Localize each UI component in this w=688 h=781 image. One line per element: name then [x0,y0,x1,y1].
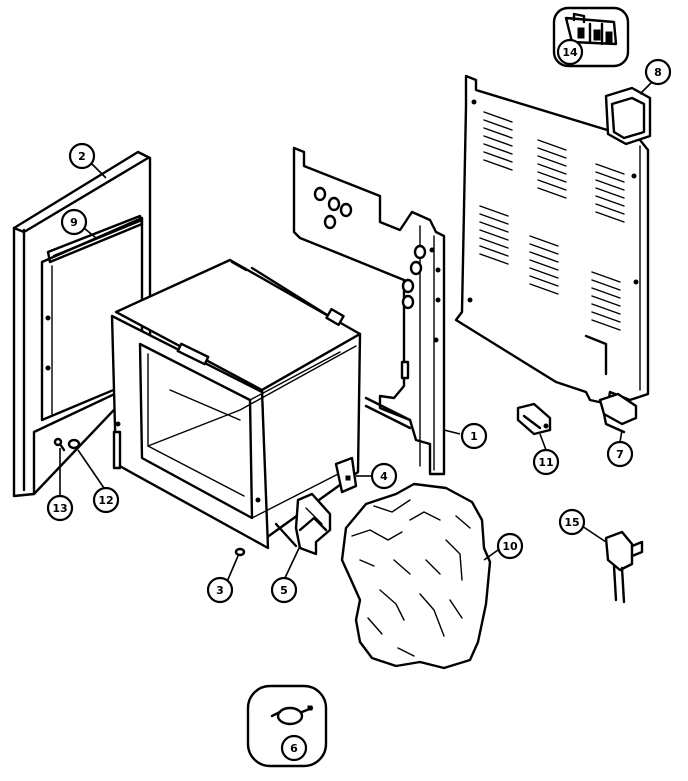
callout-15: 15 [558,508,586,536]
callout-12: 12 [92,486,120,514]
leader-lines [59,79,655,585]
callout-label: 15 [564,516,579,529]
square-bracket-part [604,86,652,146]
callout-label: 9 [70,216,78,229]
callout-2: 2 [68,142,96,170]
small-plate-part [334,456,358,494]
callout-label: 10 [502,540,518,553]
callout-label: 2 [78,150,86,163]
callout-10: 10 [496,532,524,560]
callout-label: 12 [98,494,113,507]
insulation-part [340,482,492,670]
callout-1: 1 [460,422,488,450]
callout-label: 1 [470,430,478,443]
callout-label: 14 [562,46,578,59]
oven-cavity-part [110,258,362,550]
callout-6: 6 [280,734,308,762]
clip-part [516,402,552,436]
callout-label: 3 [216,584,224,597]
callout-7: 7 [606,440,634,468]
callout-8: 8 [644,58,672,86]
callout-label: 7 [616,448,624,461]
callout-13: 13 [46,494,74,522]
callout-5: 5 [270,576,298,604]
callout-label: 4 [380,470,388,483]
callout-label: 11 [538,456,553,469]
callout-11: 11 [532,448,560,476]
callout-9: 9 [60,208,88,236]
callout-4: 4 [370,462,398,490]
callout-3: 3 [206,576,234,604]
side-panel-part [292,146,446,476]
callout-14: 14 [556,38,584,66]
frame-bracket-part [46,214,144,264]
callout-label: 13 [52,502,67,515]
callout-label: 8 [654,66,662,79]
screw-parts [53,437,246,557]
hinge-bracket-part [274,492,332,556]
callout-label: 5 [280,584,288,597]
switch-part [604,530,644,604]
back-panel-part [454,74,650,406]
lower-bracket-part [598,392,638,434]
callout-label: 6 [290,742,298,755]
